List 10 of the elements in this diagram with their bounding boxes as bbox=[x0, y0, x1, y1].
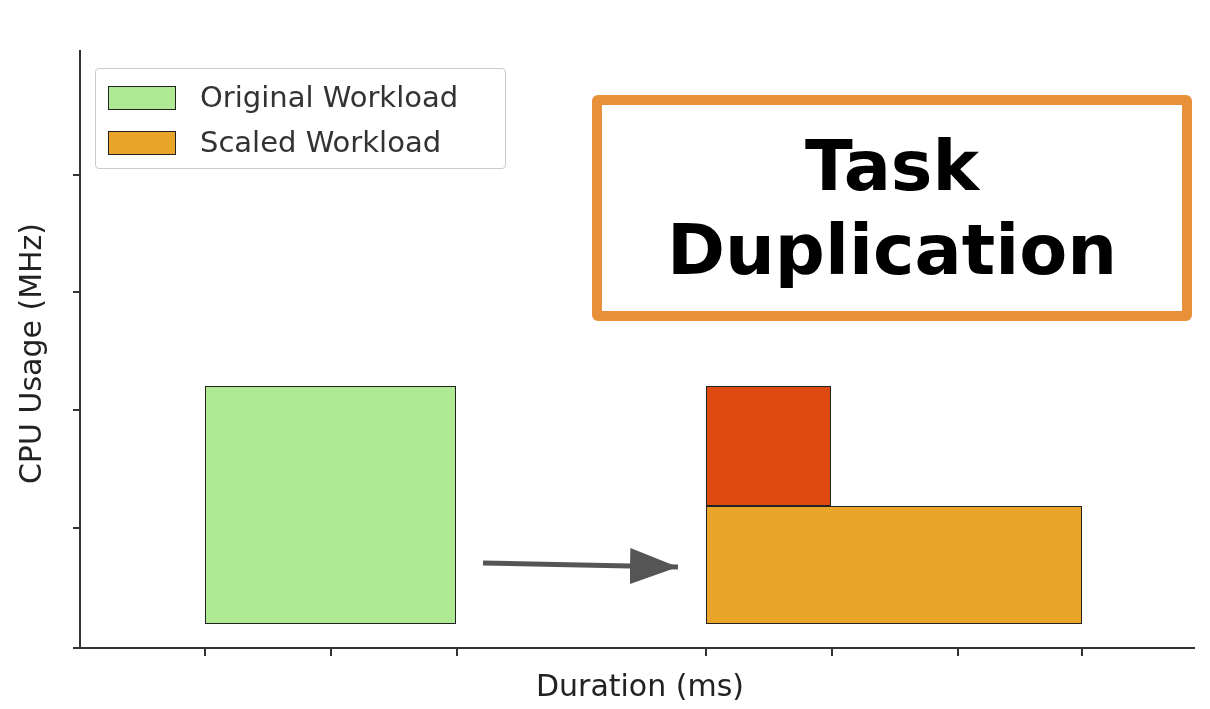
legend-label: Original Workload bbox=[200, 80, 459, 114]
scaled-workload-bar bbox=[706, 506, 1082, 624]
axis-title: CPU Usage (MHz) bbox=[12, 221, 48, 487]
original-workload-bar bbox=[205, 386, 456, 624]
axis-title: Duration (ms) bbox=[534, 668, 746, 703]
duplicated-task-bar bbox=[706, 386, 831, 506]
box-title: Task Duplication bbox=[665, 124, 1119, 292]
title-box bbox=[592, 95, 1192, 321]
legend-label: Scaled Workload bbox=[200, 125, 442, 159]
arrow bbox=[482, 548, 679, 584]
